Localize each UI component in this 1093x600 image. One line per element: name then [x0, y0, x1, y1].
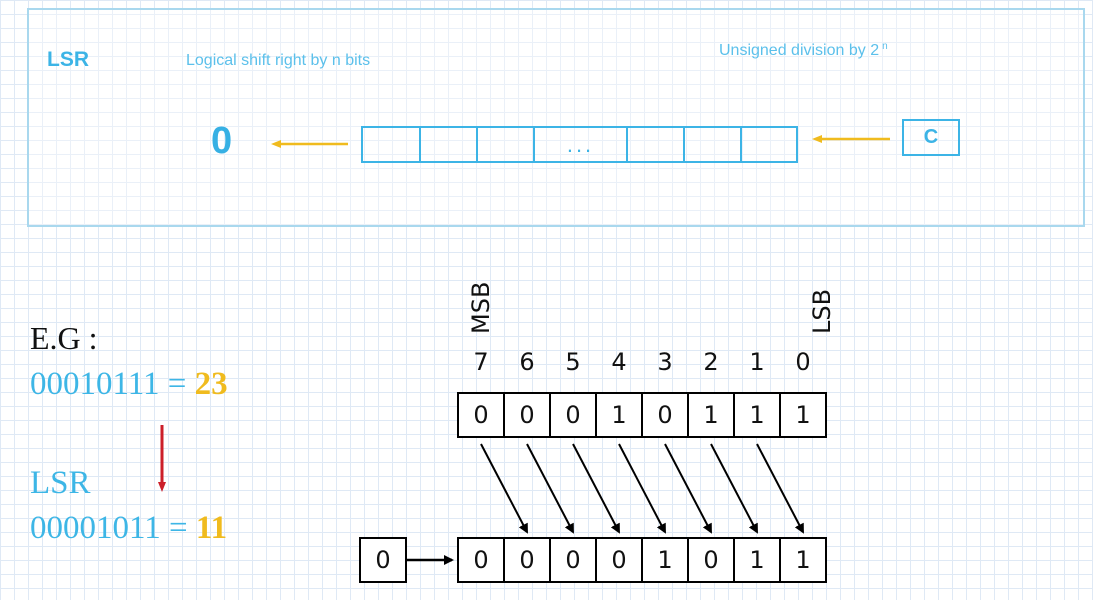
carry-box: C [902, 119, 960, 156]
shift-in-zero: 0 [211, 120, 233, 162]
panel-subtitle: Logical shift right by n bits [186, 52, 371, 69]
bit-index: 1 [749, 348, 765, 376]
bottom-bit: 1 [641, 537, 689, 583]
bottom-bit: 0 [457, 537, 505, 583]
shift-arrow [756, 443, 804, 534]
shift-arrow [572, 443, 620, 534]
division-text: Unsigned division by 2 [719, 42, 880, 59]
bit-index: 4 [611, 348, 627, 376]
top-bit: 1 [595, 392, 643, 438]
shift-arrow [480, 443, 528, 534]
bit-index: 2 [703, 348, 719, 376]
after-binary: 00001011 = [30, 510, 196, 546]
register-cell [628, 128, 685, 161]
bottom-bit: 0 [687, 537, 735, 583]
top-bit: 0 [549, 392, 597, 438]
division-exponent: n [882, 41, 888, 52]
example-op: LSR [30, 465, 91, 501]
register-ellipsis: ... [535, 128, 628, 161]
panel-title: LSR [47, 48, 89, 71]
register-cell [685, 128, 742, 161]
lsr-definition-panel [27, 8, 1085, 227]
register-diagram: ... [361, 126, 798, 163]
example-label: E.G : [30, 320, 98, 356]
shift-arrow [526, 443, 574, 534]
input-bit-box: 0 [359, 537, 407, 583]
shift-arrow [710, 443, 758, 534]
bottom-bit: 0 [595, 537, 643, 583]
bottom-bit: 0 [549, 537, 597, 583]
register-cell [363, 128, 421, 161]
top-bit: 1 [779, 392, 827, 438]
after-decimal: 11 [195, 510, 228, 546]
input-bit: 0 [359, 537, 407, 583]
example-after: 00001011 = 11 [30, 510, 227, 547]
bit-index: 5 [565, 348, 581, 376]
bottom-bit: 1 [779, 537, 827, 583]
top-bit: 1 [687, 392, 735, 438]
shift-arrow [618, 443, 666, 534]
bit-index: 3 [657, 348, 673, 376]
top-bit: 1 [733, 392, 781, 438]
top-bit: 0 [641, 392, 689, 438]
register-cell [478, 128, 535, 161]
example-before: 00010111 = 23 [30, 366, 228, 403]
bit-index: 6 [519, 348, 535, 376]
top-bit: 0 [503, 392, 551, 438]
before-binary: 00010111 = [30, 366, 195, 402]
before-decimal: 23 [194, 366, 228, 402]
shift-arrow [664, 443, 712, 534]
bit-index: 0 [795, 348, 811, 376]
bit-index: 7 [473, 348, 489, 376]
register-cell [421, 128, 478, 161]
bottom-bit: 1 [733, 537, 781, 583]
